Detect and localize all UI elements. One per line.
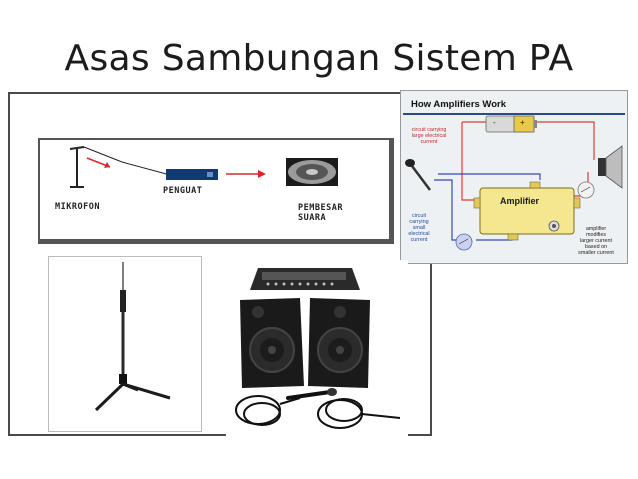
- battery-plus: +: [520, 118, 525, 127]
- note-large-current: circuit carrying large electrical curren…: [411, 127, 447, 145]
- amplifier-label: Amplifier: [500, 196, 540, 206]
- note-amplifier-modifies: amplifier modifies larger current based …: [578, 226, 614, 256]
- label-suara: SUARA: [298, 213, 327, 223]
- pa-equipment-photo: [226, 260, 408, 436]
- signal-flow-diagram: [38, 138, 394, 244]
- label-mikrofon: MIKROFON: [55, 202, 100, 212]
- microphone-stand-photo: [48, 256, 202, 432]
- slide-title: Asas Sambungan Sistem PA: [64, 38, 574, 79]
- battery-minus: -: [493, 118, 496, 127]
- panel-title: How Amplifiers Work: [411, 99, 507, 110]
- label-penguat: PENGUAT: [163, 186, 203, 196]
- label-pembesar: PEMBESAR: [298, 203, 343, 213]
- note-small-current: circuit carrying small electrical curren…: [408, 213, 430, 243]
- title-divider: [403, 113, 625, 115]
